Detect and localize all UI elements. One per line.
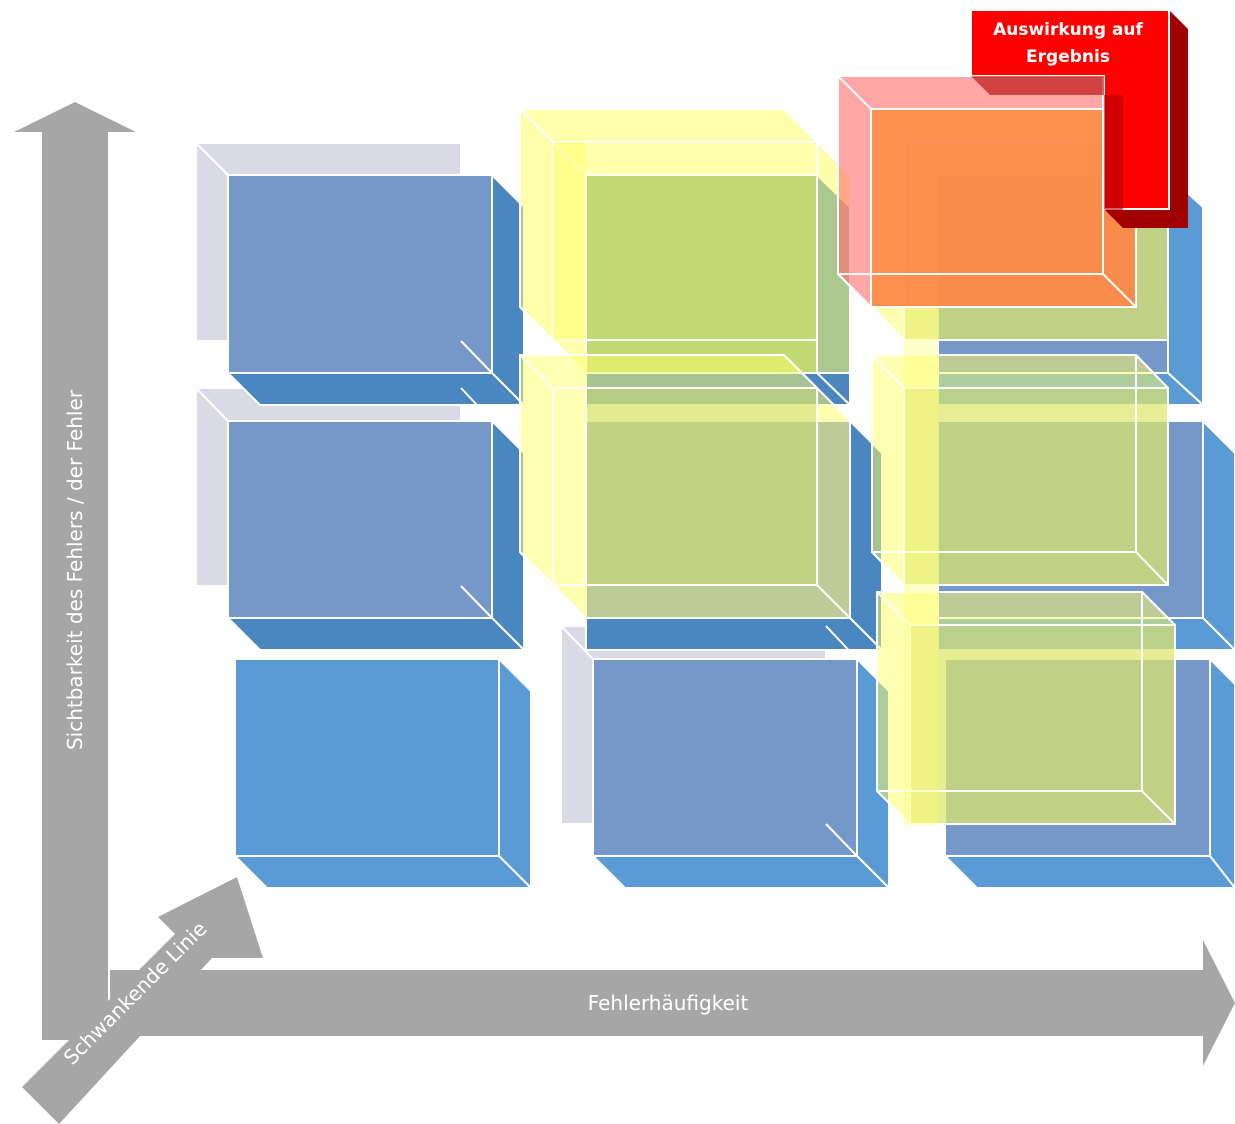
cell-r2c1 <box>195 387 527 653</box>
highlight-band <box>553 142 586 340</box>
cell-edge <box>825 625 858 660</box>
highlight-front <box>585 174 818 374</box>
highlight-r2c2 <box>519 354 851 619</box>
cell-edge <box>560 823 594 857</box>
cell-bottom <box>232 855 534 889</box>
cell-bottom <box>585 617 885 651</box>
cell-side <box>1202 418 1235 652</box>
cell-edge <box>460 340 493 374</box>
highlight-front <box>585 387 818 586</box>
highlight-outline <box>552 141 818 341</box>
badge-inner-shadow <box>971 76 1123 228</box>
cell-bottom <box>590 855 892 889</box>
badge-label-line2: Ergebnis <box>1026 47 1110 67</box>
highlight-edge <box>1141 790 1176 825</box>
cell-side <box>498 656 532 891</box>
cell-edge <box>195 340 229 374</box>
highlight-edge <box>876 591 911 626</box>
highlight-front <box>909 624 1176 825</box>
cell-side <box>1209 656 1235 890</box>
overlay-edge <box>837 75 872 110</box>
yellow-highlights <box>519 108 1176 825</box>
badge-bottom <box>1104 209 1188 228</box>
cell-edge <box>195 387 229 422</box>
cell-edge <box>825 823 858 857</box>
cell-front <box>234 658 500 857</box>
cell-r3c1 <box>232 656 534 891</box>
y-axis-arrow <box>14 102 136 1040</box>
highlight-r2c3 <box>871 354 1169 586</box>
cell-edge <box>560 625 594 660</box>
highlight-edge <box>783 108 818 143</box>
cell-r3c2 <box>560 625 892 891</box>
y-axis-label: Sichtbarkeit des Fehlers / der Fehler <box>63 389 87 750</box>
cell-edge <box>460 585 493 619</box>
highlight-edge <box>871 354 905 389</box>
cell-r1c1 <box>195 142 527 408</box>
highlight-edge <box>1135 354 1169 389</box>
cell-edge <box>195 585 229 619</box>
highlight-edge <box>816 584 851 619</box>
highlight-edge <box>1141 591 1176 626</box>
highlight-edge <box>876 790 911 825</box>
highlight-edge <box>871 551 905 586</box>
axes: Sichtbarkeit des Fehlers / der Fehler Fe… <box>14 102 1235 1124</box>
cell-front <box>227 174 493 374</box>
highlight-r3c3 <box>876 591 1176 825</box>
highlight-outline <box>876 591 1143 792</box>
cell-front <box>227 420 493 619</box>
highlight-band <box>904 300 938 825</box>
highlight-outline <box>552 387 818 586</box>
x-axis-arrow <box>110 940 1235 1066</box>
cell-bottom <box>225 372 527 406</box>
overlay-edge <box>837 273 872 308</box>
cell-front <box>592 658 858 857</box>
orange-overlay <box>837 75 1137 308</box>
highlight-edge <box>783 354 818 389</box>
highlight-outline <box>871 354 1137 553</box>
x-axis-label: Fehlerhäufigkeit <box>588 991 749 1015</box>
overlay-edge <box>1102 273 1137 308</box>
badge-side <box>1169 10 1188 228</box>
highlight-edge <box>519 306 554 341</box>
cell-edge <box>195 142 229 176</box>
impact-badge: Auswirkung auf Ergebnis <box>970 9 1188 228</box>
z-axis-arrow <box>22 877 263 1124</box>
cell-edge <box>460 387 493 422</box>
highlight-edge <box>1135 551 1169 586</box>
cell-bottom <box>942 855 1235 889</box>
highlight-r1c2 <box>519 108 851 374</box>
highlight-edge <box>519 354 554 389</box>
badge-label-line1: Auswirkung auf <box>993 20 1143 40</box>
cell-bottom <box>225 617 527 651</box>
cell-edge <box>460 142 493 176</box>
overlay-orange-front <box>870 108 1137 308</box>
highlight-front <box>903 387 1169 586</box>
highlight-edge <box>519 551 554 586</box>
highlight-edge <box>871 306 905 341</box>
